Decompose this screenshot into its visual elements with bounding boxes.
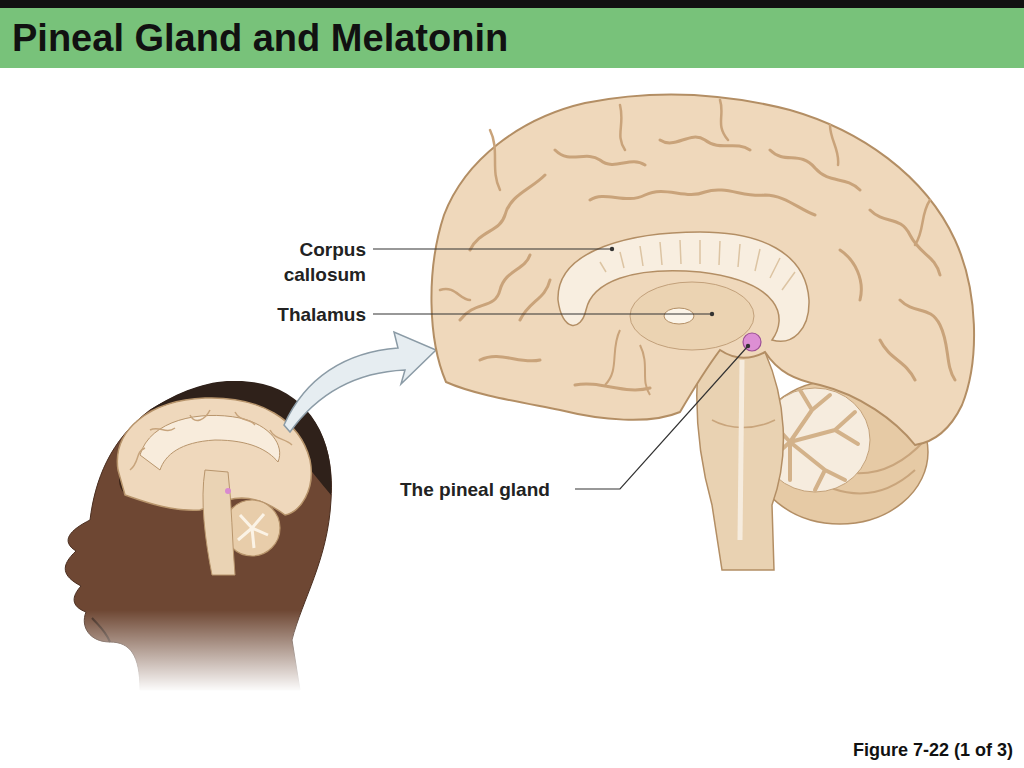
zoom-arrow-part (284, 332, 436, 432)
thalamus-part (630, 282, 754, 350)
thalamus (605, 282, 754, 395)
leader-lines-part (373, 248, 612, 249)
small-brain-part (140, 415, 280, 470)
leader-lines-part (575, 346, 748, 489)
cerebrum-part (431, 95, 974, 445)
part-label: The pineal gland (400, 477, 550, 502)
small-brain (117, 398, 311, 575)
small-brain-part (225, 488, 231, 494)
figure-caption: Figure 7-22 (1 of 3) (853, 740, 1013, 761)
part-label: Corpus callosum (256, 237, 366, 287)
leader-dots (610, 247, 750, 348)
leader-dots-part (610, 247, 614, 251)
small-brain-part (203, 470, 235, 575)
leader-dots-part (746, 344, 750, 348)
top-rule (0, 0, 1024, 8)
brainstem (697, 345, 784, 570)
small-brain-part (130, 410, 292, 470)
leader-lines (373, 249, 748, 489)
brainstem-part (740, 360, 742, 540)
small-brain-part (238, 514, 268, 548)
head-profile-part (40, 610, 360, 692)
brainstem-part (697, 345, 784, 570)
thalamus-part (664, 308, 694, 324)
part-label: Thalamus (277, 302, 366, 327)
thalamus-part (605, 330, 650, 395)
head-profile (40, 381, 360, 692)
cerebrum (431, 95, 974, 445)
cerebrum-part (460, 137, 955, 390)
leader-dots-part (710, 312, 714, 316)
leader-lines-part (373, 313, 712, 314)
zoom-arrow (284, 332, 436, 432)
slide-title: Pineal Gland and Melatonin (12, 14, 508, 62)
